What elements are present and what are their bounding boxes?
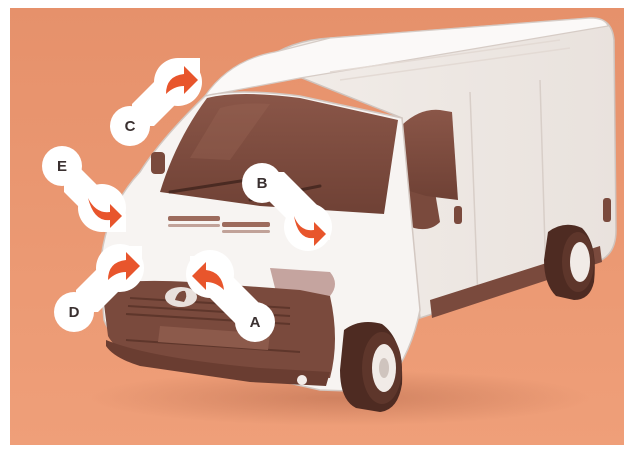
fog-lamp [297, 375, 307, 385]
rear-light [603, 198, 611, 222]
mirror-stub [151, 152, 165, 174]
rear-wheel [544, 225, 595, 300]
callout-b-arrow-disc [284, 203, 332, 251]
callout-a-label: A [250, 314, 261, 331]
door-handle [454, 206, 462, 224]
callout-e-arrow-disc [78, 184, 126, 232]
callout-c-label: C [125, 118, 136, 135]
door-window [402, 110, 458, 200]
callout-b-label: B [257, 175, 268, 192]
callout-e-label: E [57, 158, 67, 175]
callout-d-label: D [69, 304, 80, 321]
